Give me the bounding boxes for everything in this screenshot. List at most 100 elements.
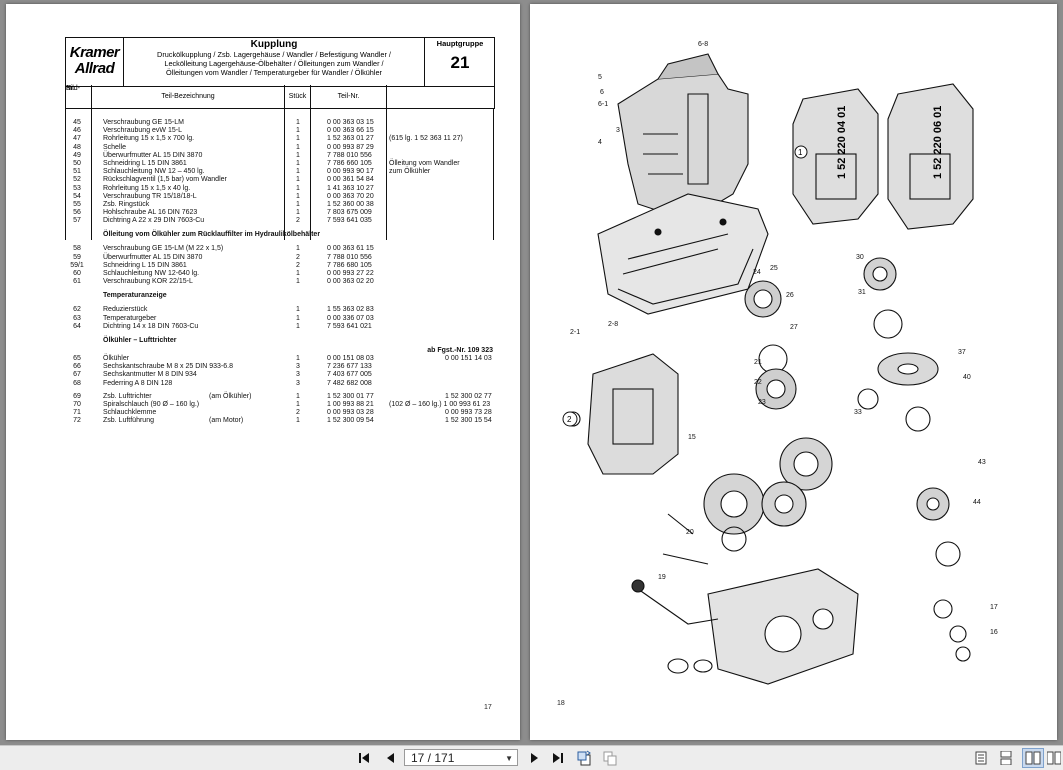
chevron-down-icon: ▼ (505, 754, 513, 763)
row-quantity: 3 (296, 371, 300, 379)
callout-40: 40 (963, 374, 971, 381)
row-bild-nr: 53 (73, 184, 81, 192)
callout-21: 21 (754, 359, 762, 366)
row-quantity: 1 (296, 245, 300, 253)
row-quantity: 2 (296, 409, 300, 417)
previous-page-button[interactable] (382, 748, 398, 768)
row-part-number: 7 593 641 035 (327, 217, 372, 225)
callout-5: 5 (598, 74, 602, 81)
header-subtitle-1: Druckölkupplung / Zsb. Lagergehäuse / Wa… (157, 50, 391, 59)
previous-page-icon (387, 753, 394, 763)
callout-6-8: 6-8 (698, 41, 708, 48)
rotate-page-button[interactable] (574, 748, 594, 768)
row-description: Rohrleitung 15 x 1,5 x 700 lg. (103, 135, 195, 143)
row-part-number: 7 593 641 021 (327, 322, 372, 330)
callout-37: 37 (958, 349, 966, 356)
single-page-view-button[interactable] (972, 748, 990, 768)
callout-25: 25 (770, 265, 778, 272)
row-part-number: 7 236 677 133 (327, 363, 372, 371)
row-quantity: 1 (296, 314, 300, 322)
row-quantity: 1 (296, 127, 300, 135)
callout-23: 23 (758, 399, 766, 406)
row-bild-nr: 63 (73, 314, 81, 322)
two-page-continuous-button[interactable] (1045, 748, 1063, 768)
row-note: (am Ölkühler) (209, 392, 252, 400)
header-subtitle-2: Leckölleitung Lagergehäuse-Ölbehälter / … (164, 59, 384, 68)
row-quantity: 1 (296, 184, 300, 192)
row-alt-part-number: 1 52 300 15 54 (445, 417, 492, 425)
callout-22: 22 (754, 379, 762, 386)
pdf-viewer-toolbar: 17 / 171 ▼ (0, 745, 1063, 770)
row-description: Überwurfmutter AL 15 DIN 3870 (103, 151, 203, 159)
table-header: Bild- Nr. Teil-Bezeichnung Stück Teil-Nr… (65, 85, 495, 109)
row-description: Schneidring L 15 DIN 3861 (103, 261, 187, 269)
row-part-number: 0 00 993 03 28 (327, 409, 374, 417)
row-description: Sechskantschraube M 8 x 25 DIN 933-6.8 (103, 363, 233, 371)
copy-pages-icon (603, 751, 617, 766)
row-quantity: 1 (296, 392, 300, 400)
callout-43: 43 (978, 459, 986, 466)
continuous-view-button[interactable] (997, 748, 1015, 768)
page-number-select[interactable]: 17 / 171 ▼ (404, 749, 518, 766)
row-bild-nr: 60 (73, 270, 81, 277)
table-divider (310, 108, 311, 240)
callout-27: 27 (790, 324, 798, 331)
row-quantity: 1 (296, 176, 300, 184)
row-alt-part-number: 0 00 993 73 28 (445, 409, 492, 417)
callout-19: 19 (658, 574, 666, 581)
table-divider (284, 108, 285, 240)
row-bild-nr: 54 (73, 192, 81, 200)
row-bild-nr: 66 (73, 363, 81, 371)
callout-2-8: 2-8 (608, 321, 618, 328)
row-part-number: 0 00 363 70 20 (327, 192, 374, 200)
logo-line-2: Allrad (74, 60, 115, 77)
row-quantity: 1 (296, 143, 300, 151)
page-number-right: 18 (557, 700, 565, 707)
next-page-button[interactable] (527, 748, 543, 768)
row-bild-nr: 57 (73, 217, 81, 225)
row-quantity: 1 (296, 400, 300, 408)
row-bild-nr: 67 (73, 371, 81, 379)
row-quantity: 1 (296, 200, 300, 208)
row-bild-nr: 71 (73, 409, 81, 417)
callout-24: 24 (753, 269, 761, 276)
row-description: Ölkühler (103, 354, 130, 362)
row-quantity: 1 (296, 270, 300, 277)
last-page-button[interactable] (550, 748, 566, 768)
row-quantity: 1 (296, 278, 300, 286)
row-bild-nr: 59/1 (70, 261, 84, 269)
row-part-number: 0 00 993 87 29 (327, 143, 374, 151)
page-title: Kupplung (250, 39, 298, 50)
row-description: Hohlschraube AL 16 DIN 7623 (103, 209, 198, 217)
assembly-label-2: 2 (567, 415, 572, 424)
row-description: Schneidring L 15 DIN 3861 (103, 159, 187, 167)
row-part-number: 1 52 363 01 27 (327, 135, 374, 143)
two-page-copy-button[interactable] (600, 748, 620, 768)
row-description: Dichtring A 22 x 29 DIN 7603-Cu (103, 217, 205, 225)
row-part-number: 0 00 993 27 22 (327, 270, 374, 277)
column-bild-label: Bild- (66, 85, 81, 92)
row-part-number: 0 00 363 61 15 (327, 245, 374, 253)
hauptgruppe-number: 21 (450, 53, 470, 72)
row-quantity: 1 (296, 135, 300, 143)
row-part-number: 7 786 660 105 (327, 159, 372, 167)
header-subtitle-3: Ölleitungen vom Wandler / Temperaturgebe… (166, 68, 382, 77)
row-quantity: 2 (296, 261, 300, 269)
row-description: Spiralschlauch (90 Ø – 160 lg.) (103, 400, 200, 408)
row-bild-nr: 45 (73, 119, 81, 126)
table-divider (91, 108, 92, 240)
first-page-button[interactable] (356, 748, 372, 768)
callout-3: 3 (616, 127, 620, 134)
two-page-view-button[interactable] (1022, 748, 1044, 768)
column-bild-nr: Bild- Nr. (66, 85, 92, 108)
row-bild-nr: 56 (73, 209, 81, 217)
row-part-number: 0 00 363 66 15 (327, 127, 374, 135)
